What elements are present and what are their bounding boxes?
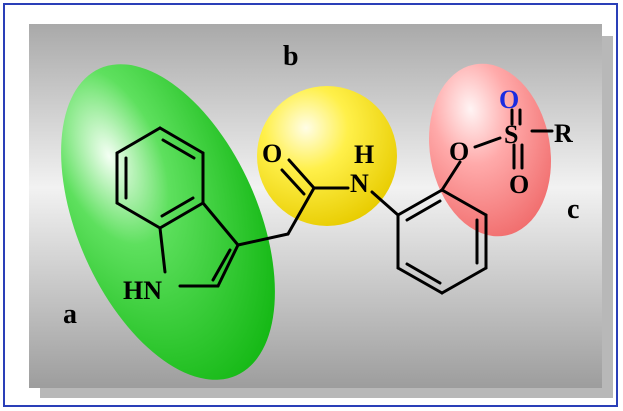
amide-h-label: H — [354, 140, 374, 169]
region-c-ellipse — [429, 63, 551, 237]
region-b-label: b — [283, 41, 299, 72]
region-b-circle — [257, 86, 397, 226]
carbonyl-o-label: O — [262, 139, 282, 168]
ester-o-label: O — [449, 137, 469, 166]
sulfur-label: S — [504, 120, 518, 149]
sulfonyl-o-top-label: O — [499, 85, 519, 114]
amide-n-label: N — [350, 169, 369, 198]
indole-nh-label: HN — [123, 276, 162, 305]
bonds — [115, 108, 554, 295]
region-a-label: a — [63, 299, 77, 330]
sulfonyl-o-bottom-label: O — [509, 170, 529, 199]
region-c-label: c — [567, 194, 579, 225]
r-group-label: R — [554, 119, 573, 148]
